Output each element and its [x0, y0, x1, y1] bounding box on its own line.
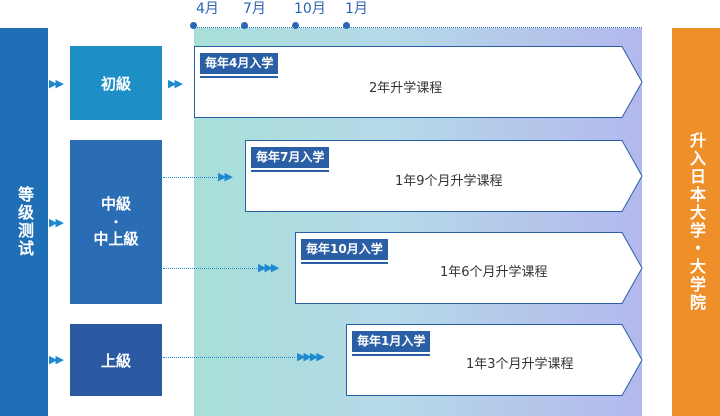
level-intermediate-dot: ・ — [109, 215, 122, 229]
arrow-to-intermediate-icon: ▶▶ — [49, 216, 64, 229]
timeline-dot-oct — [292, 22, 299, 29]
connector-jul — [163, 177, 217, 178]
timeline-dot-jul — [241, 22, 248, 29]
course-april-title: 2年升学课程 — [369, 81, 443, 96]
arrow-to-beginner-icon: ▶▶ — [49, 77, 64, 90]
arrow-to-advanced-icon: ▶▶ — [49, 353, 64, 366]
course-july-title: 1年9个月升学课程 — [395, 174, 503, 189]
course-card-october: 毎年10月入学 1年6个月升学课程 — [295, 232, 643, 304]
course-card-april: 毎年4月入学 2年升学课程 — [194, 46, 643, 118]
level-intermediate-label: 中級 — [100, 195, 131, 213]
level-box-intermediate: 中級 ・ 中上級 — [70, 140, 162, 304]
timeline-month-oct: 10月 — [294, 1, 326, 17]
arrow-to-july-course-icon: ▶▶ — [218, 170, 233, 183]
course-july-tag: 毎年7月入学 — [251, 147, 330, 170]
timeline-dot-apr — [190, 22, 197, 29]
level-beginner-label: 初級 — [100, 74, 131, 93]
course-card-july: 毎年7月入学 1年9个月升学课程 — [245, 140, 643, 212]
level-upper-intermediate-label: 中上級 — [93, 230, 139, 248]
timeline-line — [194, 27, 642, 28]
level-box-beginner: 初級 — [70, 46, 162, 120]
course-january-title: 1年3个月升学课程 — [466, 357, 574, 372]
course-card-april-shape — [194, 46, 643, 118]
course-april-tag: 毎年4月入学 — [200, 53, 279, 76]
timeline-month-jan: 1月 — [345, 1, 368, 17]
arrow-to-january-course-icon: ▶▶▶▶ — [297, 350, 325, 363]
university-entry-bar: 升入日本大学・大学院 — [672, 28, 720, 416]
course-october-tag: 毎年10月入学 — [301, 239, 388, 262]
level-test-bar: 等级测试 — [0, 28, 48, 416]
level-box-advanced: 上級 — [70, 324, 162, 396]
course-card-july-shape — [245, 140, 643, 212]
university-entry-label: 升入日本大学・大学院 — [687, 132, 706, 312]
level-advanced-label: 上級 — [100, 351, 131, 370]
course-october-title: 1年6个月升学课程 — [440, 265, 548, 280]
connector-jan — [163, 357, 295, 358]
timeline-dot-jan — [343, 22, 350, 29]
connector-oct — [163, 268, 257, 269]
timeline-month-apr: 4月 — [196, 1, 219, 17]
arrow-to-october-course-icon: ▶▶▶ — [258, 261, 279, 274]
arrow-to-april-course-icon: ▶▶ — [168, 77, 183, 90]
course-january-tag: 毎年1月入学 — [352, 331, 431, 354]
timeline-month-jul: 7月 — [243, 1, 266, 17]
level-test-label: 等级测试 — [15, 186, 34, 258]
course-card-january: 毎年1月入学 1年3个月升学课程 — [346, 324, 643, 396]
